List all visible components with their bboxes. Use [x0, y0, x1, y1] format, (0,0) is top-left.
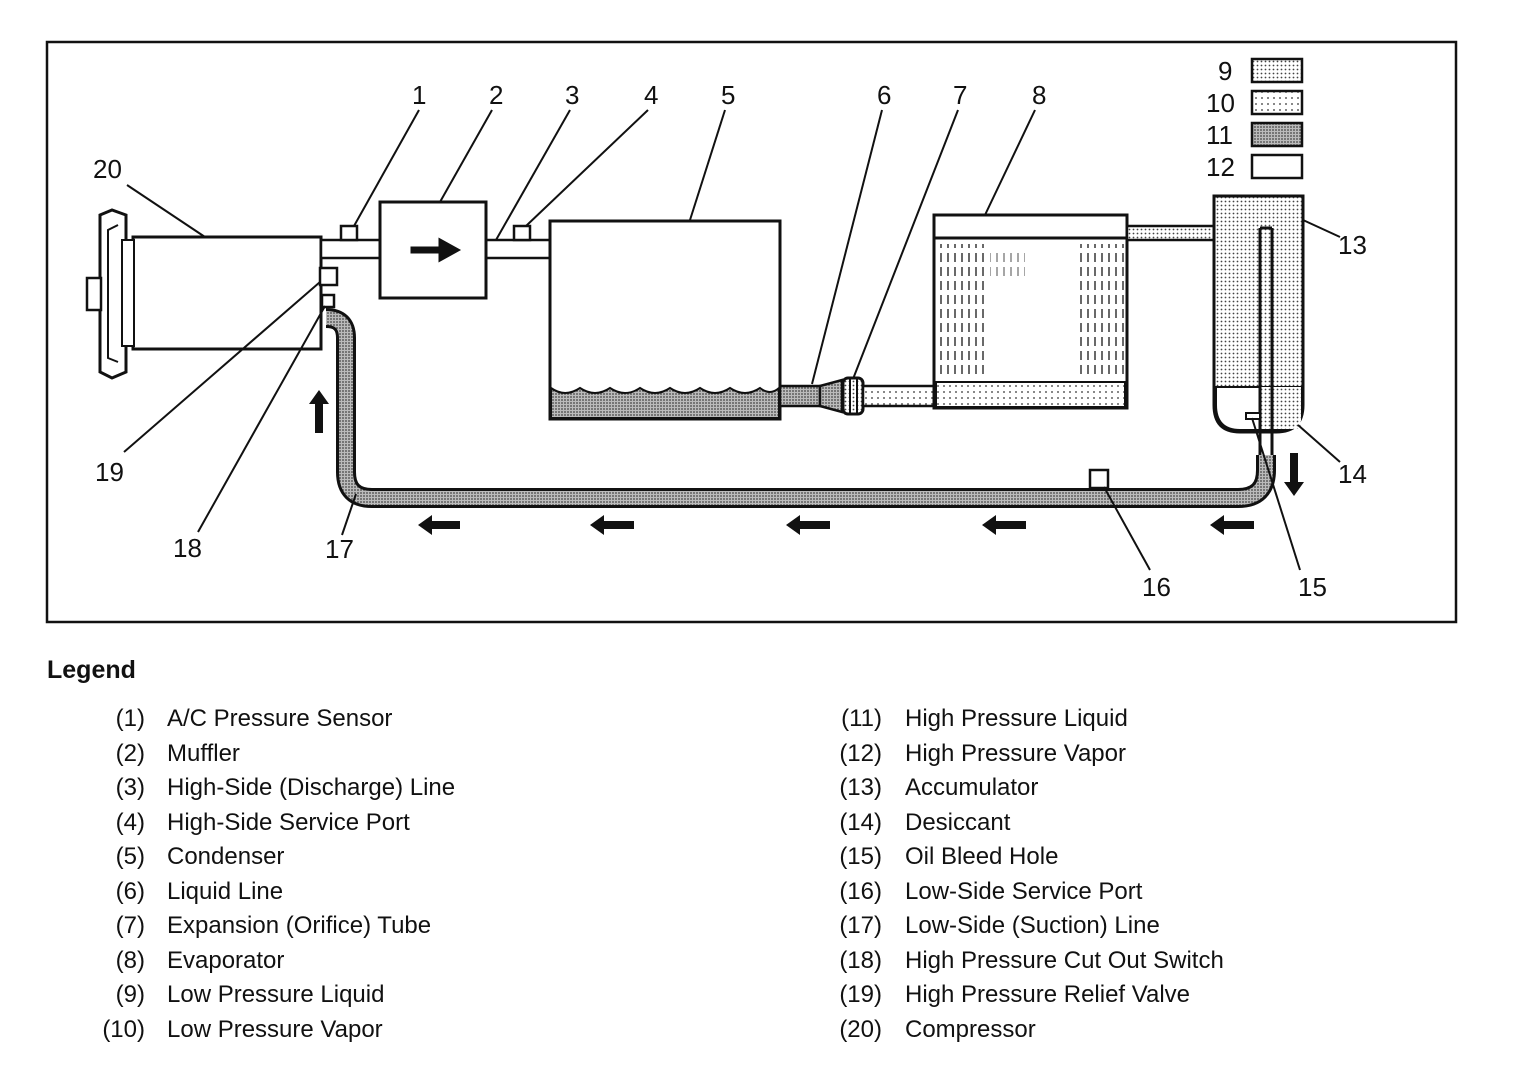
callout-19: 19	[95, 457, 124, 487]
swatch-9	[1250, 57, 1304, 84]
flow-arrows	[309, 390, 1304, 535]
legend-num: (3)	[115, 774, 145, 801]
ac-system-diagram: 1 2 3 4 5 6 7 8 9 10 11 12 13 14 15 16 1…	[45, 40, 1458, 624]
legend-label: Low Pressure Vapor	[167, 1015, 383, 1043]
accumulator	[1212, 194, 1305, 455]
legend-label: Desiccant	[905, 808, 1011, 836]
liquid-line	[778, 378, 844, 414]
legend-label: Condenser	[167, 843, 285, 870]
legend-label: Expansion (Orifice) Tube	[167, 912, 432, 939]
legend-label: Low-Side Service Port	[905, 877, 1143, 905]
legend-label: High Pressure Relief Valve	[905, 981, 1191, 1008]
compressor	[85, 208, 323, 380]
legend-label: Accumulator	[905, 774, 1039, 801]
legend-label: High Pressure Vapor	[905, 739, 1126, 767]
callout-3: 3	[565, 80, 579, 110]
callout-13: 13	[1338, 230, 1367, 260]
callout-20: 20	[93, 154, 122, 184]
callout-6: 6	[877, 80, 891, 110]
legend-label: Low-Side (Suction) Line	[905, 912, 1160, 939]
callout-11: 11	[1206, 120, 1233, 150]
callout-15: 15	[1298, 572, 1327, 602]
legend-label: Oil Bleed Hole	[905, 843, 1059, 870]
legend-num: (16)	[839, 877, 882, 905]
relief-valve-19	[318, 266, 339, 287]
callout-10: 10	[1206, 88, 1235, 118]
legend-num: (15)	[839, 843, 882, 870]
legend-num: (8)	[115, 946, 145, 974]
legend-num: (18)	[839, 946, 882, 974]
callout-18: 18	[173, 533, 202, 563]
legend-num: (14)	[839, 808, 882, 836]
legend-num: (19)	[839, 981, 882, 1008]
callout-2: 2	[489, 80, 503, 110]
swatch-10	[1250, 89, 1304, 116]
callout-16: 16	[1142, 572, 1171, 602]
legend-label: Muffler	[167, 739, 240, 767]
evaporator	[932, 213, 1129, 410]
legend-title: Legend	[47, 656, 136, 684]
callout-4: 4	[644, 80, 658, 110]
callout-1: 1	[412, 80, 426, 110]
low-side-suction-line	[325, 308, 1276, 508]
callout-12: 12	[1206, 152, 1235, 182]
high-side-service-port	[512, 224, 532, 242]
low-side-service-port	[1088, 468, 1110, 490]
legend-num: (1)	[115, 705, 145, 732]
expansion-orifice-tube	[841, 376, 937, 416]
legend-num: (13)	[839, 774, 882, 801]
swatch-11	[1250, 121, 1304, 148]
legend-label: Compressor	[905, 1015, 1036, 1043]
legend-num: (6)	[115, 877, 145, 905]
legend-num: (10)	[102, 1015, 145, 1043]
legend-num: (2)	[115, 739, 145, 767]
leader-lines	[123, 109, 1341, 571]
callout-7: 7	[953, 80, 967, 110]
muffler	[378, 200, 488, 300]
legend-label: Liquid Line	[167, 877, 284, 905]
callout-5: 5	[721, 80, 735, 110]
legend-label: High-Side (Discharge) Line	[167, 774, 456, 801]
ac-pressure-sensor	[339, 224, 359, 242]
legend-label: Low Pressure Liquid	[167, 981, 385, 1008]
legend-label: Evaporator	[167, 946, 285, 974]
legend-num: (5)	[115, 843, 145, 870]
callout-8: 8	[1032, 80, 1046, 110]
legend-label: A/C Pressure Sensor	[167, 705, 393, 732]
cutout-switch-18	[320, 293, 336, 309]
legend-num: (9)	[115, 981, 145, 1008]
callout-17: 17	[325, 534, 354, 564]
legend-num: (17)	[839, 912, 882, 939]
legend-num: (7)	[115, 912, 145, 939]
legend-label: High-Side Service Port	[167, 808, 410, 836]
legend-label: High Pressure Liquid	[905, 705, 1128, 732]
legend-num: (12)	[839, 739, 882, 767]
legend-num: (20)	[839, 1015, 882, 1043]
diagram-frame	[45, 40, 1458, 624]
legend-num: (4)	[115, 808, 145, 836]
callout-9: 9	[1218, 56, 1232, 86]
swatch-12	[1250, 153, 1304, 180]
legend-label: High Pressure Cut Out Switch	[905, 946, 1224, 974]
condenser	[548, 219, 782, 421]
callout-14: 14	[1338, 459, 1367, 489]
legend-num: (11)	[841, 705, 882, 732]
